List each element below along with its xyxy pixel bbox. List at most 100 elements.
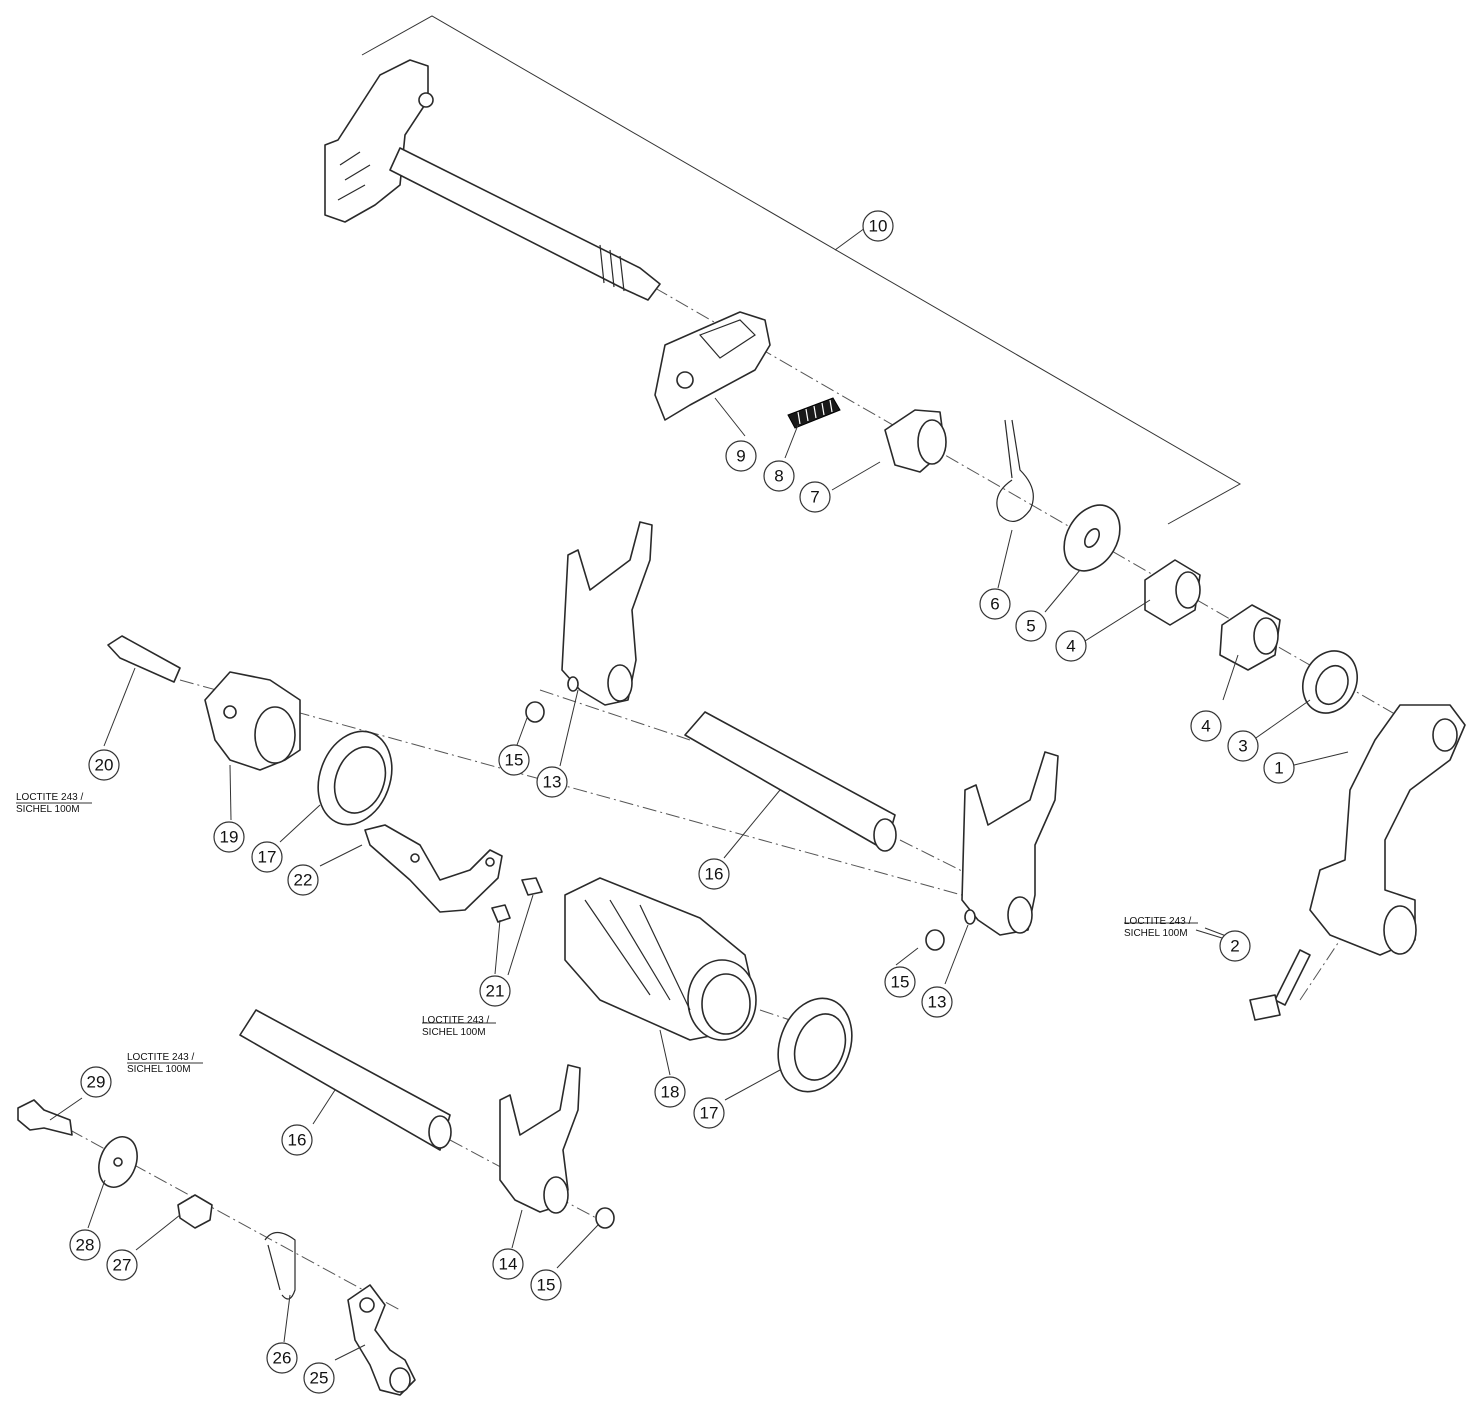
spring-part-8: [787, 397, 841, 429]
balloon-15b: 15: [884, 966, 916, 998]
balloon-29: 29: [80, 1066, 112, 1098]
loctite-note-2: LOCTITE 243 / SICHEL 100M: [1124, 916, 1191, 939]
small-bushing-part-15c: [595, 1207, 615, 1229]
washer-part-28: [98, 1136, 138, 1188]
balloon-label: 16: [705, 865, 724, 884]
note-line-1: LOCTITE 243 /: [127, 1052, 194, 1063]
balloon-label: 15: [505, 751, 524, 770]
note-line-2: SICHEL 100M: [127, 1064, 191, 1075]
balloon-16b: 16: [281, 1124, 313, 1156]
balloon-28: 28: [69, 1229, 101, 1261]
balloon-15a: 15: [498, 744, 530, 776]
bearing-part-17a: [317, 730, 393, 826]
balloon-label: 13: [543, 773, 562, 792]
balloon-1: 1: [1263, 752, 1295, 784]
shift-star-part-19: [204, 671, 301, 771]
note-line-1: LOCTITE 243 /: [16, 792, 83, 803]
lever-arm-part-25: [347, 1284, 416, 1396]
balloon-20: 20: [88, 749, 120, 781]
balloon-18: 18: [654, 1076, 686, 1108]
sleeve-part-7: [884, 409, 947, 473]
note-line-2: SICHEL 100M: [422, 1027, 486, 1038]
bushing-part-4b: [1219, 604, 1281, 671]
balloon-label: 21: [486, 982, 505, 1001]
balloon-label: 6: [990, 595, 999, 614]
balloon-label: 9: [736, 447, 745, 466]
balloon-label: 15: [891, 973, 910, 992]
locking-plate-part-22: [364, 824, 503, 913]
bushing-part-4a: [1144, 559, 1201, 626]
fork-rod-part-16b: [239, 1009, 452, 1151]
balloon-label: 4: [1066, 637, 1075, 656]
balloon-4b: 4: [1190, 710, 1222, 742]
balloon-label: 10: [869, 217, 888, 236]
balloon-label: 28: [76, 1236, 95, 1255]
balloon-14: 14: [492, 1248, 524, 1280]
bearing-part-17b: [777, 997, 853, 1093]
balloon-label: 8: [774, 467, 783, 486]
seal-part-3: [1302, 650, 1358, 714]
loctite-note-20: LOCTITE 243 / SICHEL 100M: [16, 792, 83, 815]
bolt-part-2: [1249, 949, 1311, 1021]
bolt-part-29: [17, 1099, 73, 1136]
shift-plate-part-9: [654, 311, 771, 421]
small-bushing-part-15a: [525, 701, 545, 723]
bushing-part-27: [177, 1194, 213, 1229]
balloon-label: 19: [220, 828, 239, 847]
small-bushing-part-15b: [925, 929, 945, 951]
balloon-label: 17: [258, 848, 277, 867]
balloon-3: 3: [1227, 730, 1259, 762]
balloon-9: 9: [725, 440, 757, 472]
balloon-26: 26: [266, 1342, 298, 1374]
note-underlines: [16, 802, 1198, 1064]
balloon-7: 7: [799, 481, 831, 513]
balloon-6: 6: [979, 588, 1011, 620]
balloon-label: 22: [294, 871, 313, 890]
balloon-17a: 17: [251, 841, 283, 873]
fork-rod-part-16a: [684, 711, 897, 852]
screw-part-21a: [491, 904, 511, 923]
balloon-label: 29: [87, 1073, 106, 1092]
balloon-label: 18: [661, 1083, 680, 1102]
shift-fork-part-13b: [961, 751, 1059, 936]
balloon-27: 27: [106, 1249, 138, 1281]
balloon-label: 3: [1238, 737, 1247, 756]
balloon-label: 17: [700, 1104, 719, 1123]
shift-drum-part-18: [564, 877, 757, 1041]
note-line-2: SICHEL 100M: [16, 804, 80, 815]
shift-lever-part-1: [1309, 704, 1466, 956]
note-line-1: LOCTITE 243 /: [1124, 916, 1191, 927]
balloon-5: 5: [1015, 610, 1047, 642]
balloon-8: 8: [763, 460, 795, 492]
balloon-2: 2: [1219, 930, 1251, 962]
balloon-label: 1: [1274, 759, 1283, 778]
shift-shaft-part-10: [324, 59, 661, 301]
balloon-17b: 17: [693, 1097, 725, 1129]
shift-fork-part-14: [499, 1064, 581, 1214]
balloon-label: 20: [95, 756, 114, 775]
balloon-label: 7: [810, 488, 819, 507]
note-line-1: LOCTITE 243 /: [422, 1015, 489, 1026]
balloon-22: 22: [287, 864, 319, 896]
torsion-spring-part-6: [996, 419, 1034, 522]
balloon-25: 25: [303, 1362, 335, 1394]
balloon-21: 21: [479, 975, 511, 1007]
loctite-note-29: LOCTITE 243 / SICHEL 100M: [127, 1052, 194, 1075]
screw-part-21b: [521, 877, 543, 896]
balloon-19: 19: [213, 821, 245, 853]
shift-fork-part-13a: [561, 521, 653, 706]
balloon-label: 5: [1026, 617, 1035, 636]
balloon-16a: 16: [698, 858, 730, 890]
bolt-part-20: [107, 635, 181, 683]
balloon-label: 26: [273, 1349, 292, 1368]
leader-lines: [49, 227, 1349, 1361]
balloon-label: 14: [499, 1255, 518, 1274]
balloon-13a: 13: [536, 766, 568, 798]
balloon-15c: 15: [530, 1269, 562, 1301]
balloon-10: 10: [862, 210, 894, 242]
center-axes: [69, 287, 1441, 1311]
balloon-label: 2: [1230, 937, 1239, 956]
balloon-label: 25: [310, 1369, 329, 1388]
note-line-2: SICHEL 100M: [1124, 928, 1188, 939]
